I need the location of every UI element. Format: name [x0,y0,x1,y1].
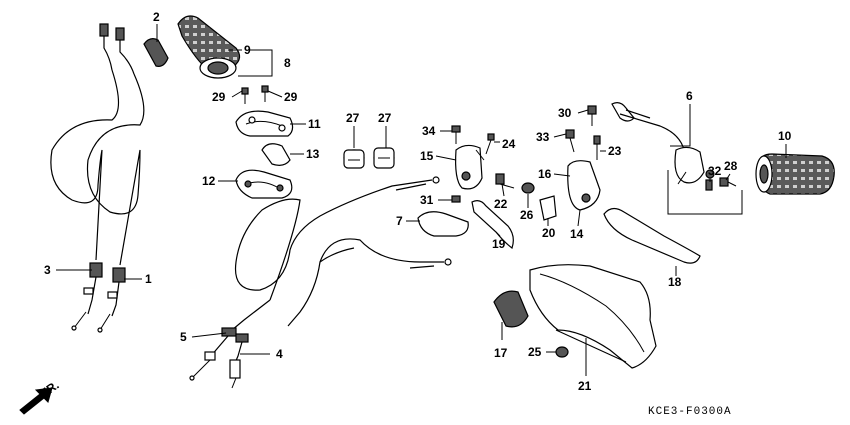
part-label-8: 8 [284,56,291,70]
part-label-33: 33 [536,130,550,144]
leader-lines [56,24,787,376]
part-label-30: 30 [558,106,572,120]
part-label-14: 14 [570,227,584,241]
throttle-grip [177,15,241,79]
part-label-2: 2 [153,10,160,24]
part-label-5: 5 [180,330,187,344]
cap-part [143,38,169,67]
part-label-34: 34 [422,124,436,138]
part-number-labels: 1 2 3 4 5 6 7 8 9 10 11 12 13 14 15 16 1… [44,10,792,393]
part-label-16: 16 [538,167,552,181]
throttle-cables [50,23,145,333]
screws-29 [241,85,269,104]
collars-27 [343,147,395,169]
part-label-1: 1 [145,272,152,286]
clutch-cables [189,176,452,389]
part-label-24: 24 [502,137,516,151]
part-label-10: 10 [778,129,792,143]
part-label-11: 11 [308,117,321,131]
part-label-18: 18 [668,275,682,289]
part-label-31: 31 [420,193,434,207]
part-label-29b: 29 [284,90,298,104]
part-label-29a: 29 [212,90,226,104]
part-label-27b: 27 [378,111,392,125]
left-grip [755,153,835,195]
part-label-13: 13 [306,147,320,161]
part-label-15: 15 [420,149,434,163]
part-label-26: 26 [520,208,534,222]
part-label-4: 4 [276,347,283,361]
handguard [493,264,657,369]
part-label-21: 21 [578,379,592,393]
part-label-20: 20 [542,226,556,240]
front-direction-arrow [19,387,53,415]
part-label-22: 22 [494,197,508,211]
part-label-6: 6 [686,89,693,103]
part-label-12: 12 [202,174,216,188]
part-label-32: 32 [708,164,722,178]
brake-lever-assembly [539,102,737,264]
part-label-28: 28 [724,159,738,173]
clutch-lever-assembly [417,125,535,249]
part-label-23: 23 [608,144,622,158]
part-label-9: 9 [244,43,251,57]
part-label-27a: 27 [346,111,360,125]
reference-code: KCE3-F0300A [648,406,732,418]
part-label-17: 17 [494,346,508,360]
part-label-7: 7 [396,214,403,228]
part-label-19: 19 [492,237,506,251]
throttle-housing [235,110,294,199]
part-label-3: 3 [44,263,51,277]
part-label-25: 25 [528,345,542,359]
